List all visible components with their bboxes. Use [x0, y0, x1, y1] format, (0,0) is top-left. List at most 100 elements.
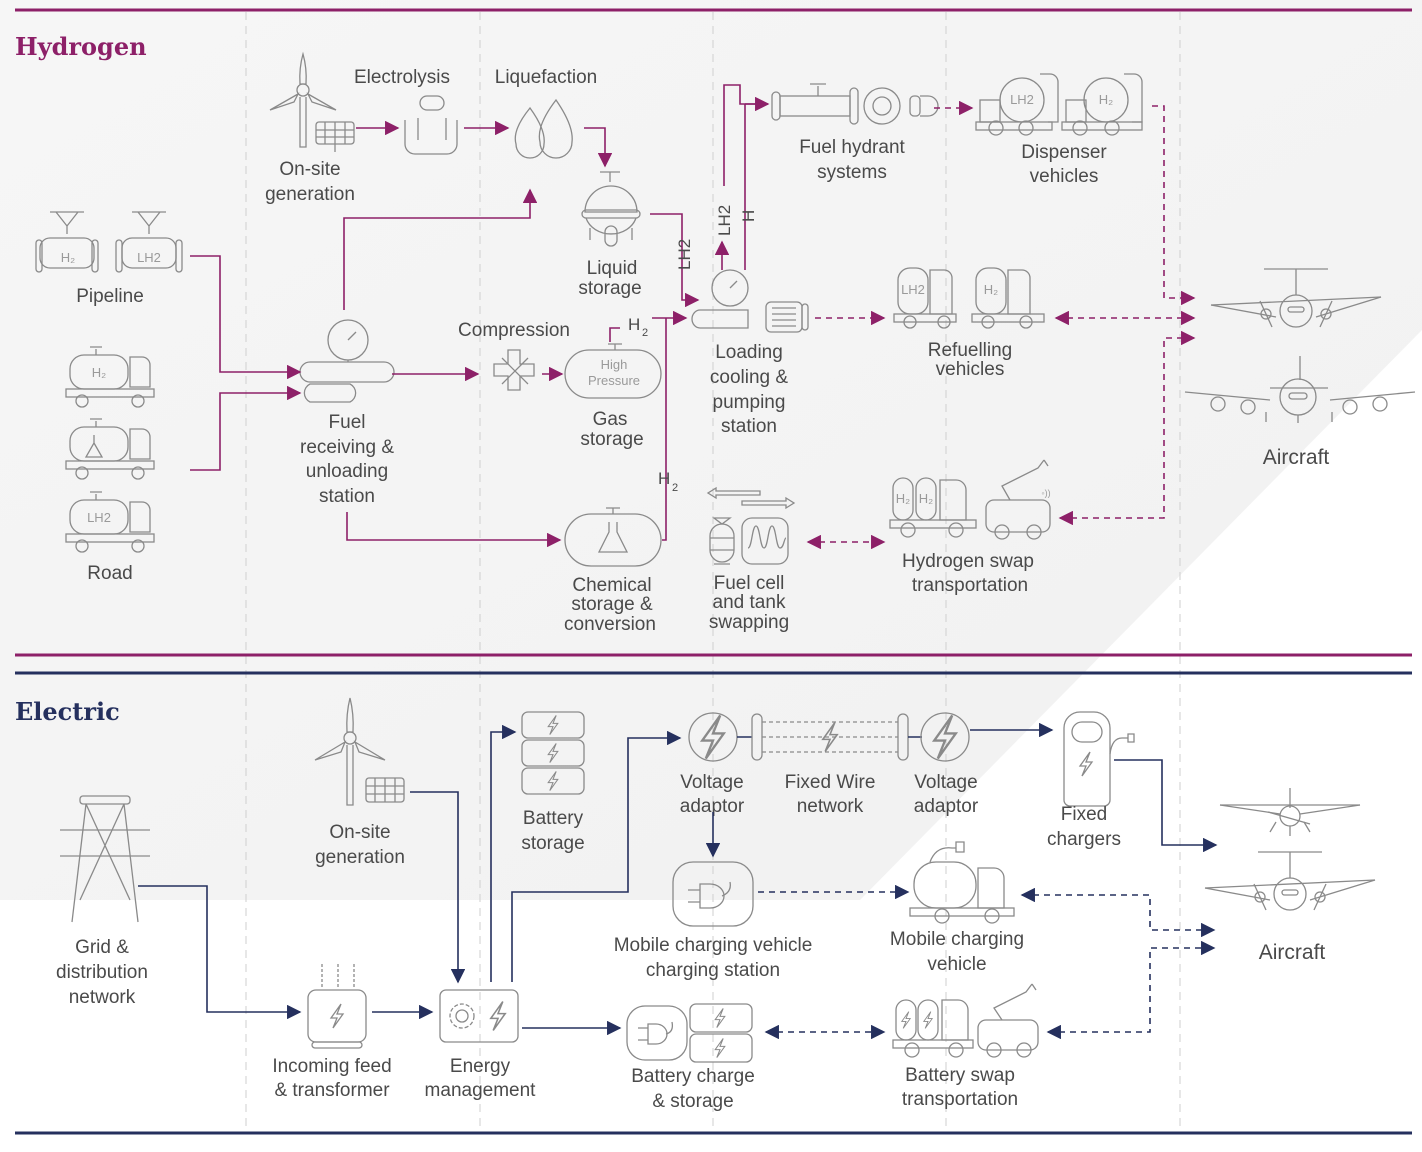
- svg-text:charging station: charging station: [646, 960, 780, 981]
- svg-text:Liquefaction: Liquefaction: [495, 67, 597, 88]
- svg-text:receiving &: receiving &: [300, 437, 394, 458]
- loading-pumping-station-node: Loading cooling & pumping station: [691, 269, 809, 437]
- svg-text:2: 2: [642, 327, 648, 339]
- svg-text:Voltage: Voltage: [680, 772, 743, 793]
- mcv-charging-station-node: Mobile charging vehicle charging station: [614, 861, 813, 981]
- svg-text:Mobile charging: Mobile charging: [890, 929, 1024, 950]
- fixed-chargers-node: Fixed chargers: [1047, 711, 1135, 850]
- svg-text:Aircraft: Aircraft: [1259, 941, 1326, 964]
- svg-text:storage: storage: [578, 278, 641, 299]
- battery-swap-truck-icon: [892, 999, 974, 1058]
- h2-dispenser-truck-icon: H₂: [1061, 73, 1143, 136]
- svg-text:chargers: chargers: [1047, 829, 1121, 850]
- liquid-storage-node: Liquid storage: [578, 171, 642, 299]
- svg-text:adaptor: adaptor: [680, 796, 745, 817]
- lh2-tanker-truck-icon: LH2: [65, 491, 155, 553]
- voltage-adaptor-b-node: Voltage adaptor: [914, 712, 979, 817]
- h2-swap-truck-icon: H₂ H₂: [889, 477, 977, 538]
- liquefaction-node: Liquefaction: [495, 67, 597, 159]
- hydrogen-onsite-generation-node: On-site generation: [265, 51, 355, 205]
- svg-text:pumping: pumping: [713, 392, 786, 413]
- svg-text:H₂: H₂: [61, 250, 75, 265]
- svg-text:vehicles: vehicles: [1030, 166, 1099, 187]
- svg-text:Dispenser: Dispenser: [1021, 142, 1107, 163]
- wire-network-icon: [737, 713, 922, 761]
- svg-text:LH2: LH2: [715, 205, 734, 236]
- svg-text:Battery swap: Battery swap: [905, 1065, 1015, 1086]
- h2-tanker-truck-icon: H₂: [65, 346, 155, 408]
- svg-text:Hydrogen swap: Hydrogen swap: [902, 551, 1034, 572]
- svg-text:systems: systems: [817, 162, 887, 183]
- transformer-icon: [307, 964, 367, 1049]
- svg-text:Electrolysis: Electrolysis: [354, 67, 450, 88]
- svg-text:Refuelling: Refuelling: [928, 340, 1013, 361]
- svg-text:Incoming feed: Incoming feed: [272, 1056, 391, 1077]
- h2-refuelling-truck-icon: H₂: [971, 267, 1045, 329]
- gas-storage-node: High Pressure Gas storage: [564, 343, 662, 450]
- svg-text:Chemical: Chemical: [572, 575, 651, 596]
- battery-charger-icon: [626, 1003, 753, 1063]
- svg-text:Mobile charging vehicle: Mobile charging vehicle: [614, 935, 813, 956]
- dispenser-vehicles-node: LH2 H₂ Dispenser vehicles: [975, 73, 1143, 187]
- svg-text:Fixed Wire: Fixed Wire: [785, 772, 876, 793]
- background-shade: [0, 0, 1422, 900]
- svg-text:H₂: H₂: [1099, 92, 1113, 107]
- svg-text:Battery charge: Battery charge: [631, 1066, 755, 1087]
- fuel-tank-icon: [709, 517, 735, 565]
- fuel-receiving-node: Fuel receiving & unloading station: [299, 319, 395, 507]
- battery-stack-icon: [521, 711, 585, 795]
- svg-text:conversion: conversion: [564, 614, 656, 635]
- incoming-feed-transformer-node: Incoming feed & transformer: [272, 964, 392, 1101]
- svg-text:Energy: Energy: [450, 1056, 511, 1077]
- robot-arm-vehicle-icon: ◦)): [985, 459, 1051, 540]
- hydrogen-section-title: Hydrogen: [15, 32, 147, 61]
- svg-text:management: management: [425, 1080, 537, 1101]
- svg-text:On-site: On-site: [279, 159, 340, 180]
- electric-aircraft-node: Aircraft: [1204, 788, 1376, 964]
- hydrogen-flow-lines: [190, 84, 770, 548]
- svg-text:station: station: [319, 486, 375, 507]
- svg-text:LH2: LH2: [1010, 92, 1034, 107]
- svg-text:transportation: transportation: [902, 1089, 1018, 1110]
- svg-text:Gas: Gas: [593, 409, 628, 430]
- svg-text:LH2: LH2: [137, 250, 161, 265]
- solar-panel-icon: [315, 121, 355, 152]
- svg-text:Fuel hydrant: Fuel hydrant: [799, 137, 905, 158]
- road-node: H₂ LH2 Road: [65, 346, 155, 584]
- robot-arm-vehicle-icon: [977, 983, 1039, 1058]
- svg-text:H: H: [658, 469, 670, 488]
- jet-aircraft-icon: [1184, 356, 1416, 423]
- solar-panel-icon: [365, 777, 405, 803]
- chemical-tanker-truck-icon: [65, 418, 155, 480]
- svg-text:LH2: LH2: [675, 239, 694, 270]
- svg-text:Aircraft: Aircraft: [1263, 446, 1330, 469]
- svg-text:Loading: Loading: [715, 342, 783, 363]
- svg-text:High: High: [601, 357, 628, 372]
- svg-text:generation: generation: [265, 184, 355, 205]
- svg-text:unloading: unloading: [306, 461, 388, 482]
- valve-h2-icon: H₂: [35, 211, 99, 273]
- svg-text:and tank: and tank: [713, 592, 786, 613]
- svg-text:2: 2: [672, 482, 678, 494]
- spherical-tank-icon: [581, 171, 641, 247]
- battery-swap-transport-node: Battery swap transportation: [892, 983, 1039, 1110]
- electric-section-title: Electric: [15, 697, 120, 726]
- svg-text:storage &: storage &: [571, 594, 653, 615]
- compressor-icon: [493, 349, 535, 391]
- battery-storage-node: Battery storage: [521, 711, 585, 854]
- fuel-cell-icon: [741, 517, 789, 565]
- lh2-refuelling-truck-icon: LH2: [893, 267, 957, 329]
- svg-text:Grid &: Grid &: [75, 937, 129, 958]
- svg-text:network: network: [69, 987, 136, 1008]
- hydrant-pipe-icon: [771, 83, 939, 125]
- refuelling-vehicles-node: LH2 H₂ Refuelling vehicles: [893, 267, 1045, 380]
- svg-text:station: station: [721, 416, 777, 437]
- voltage-adaptor-a-node: Voltage adaptor: [680, 712, 745, 817]
- svg-text:H₂: H₂: [92, 365, 106, 380]
- svg-text:cooling &: cooling &: [710, 367, 788, 388]
- svg-text:Compression: Compression: [458, 320, 570, 341]
- svg-text:swapping: swapping: [709, 612, 789, 633]
- svg-text:LH2: LH2: [87, 510, 111, 525]
- wind-turbine-icon: [269, 51, 337, 148]
